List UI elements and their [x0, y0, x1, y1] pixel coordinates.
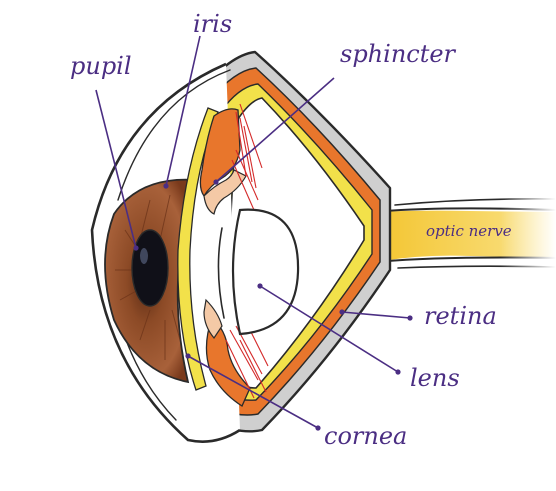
- leader-dots: [133, 179, 413, 431]
- lens: [217, 208, 300, 336]
- leader-lines: [95, 35, 411, 429]
- pupil-leader: [95, 89, 137, 249]
- pupil: [131, 229, 169, 307]
- retina-leader: [341, 311, 411, 319]
- label-sphincter: sphincter: [340, 40, 457, 68]
- label-iris: iris: [193, 10, 232, 38]
- optic-nerve: [371, 196, 556, 272]
- label-pupil: pupil: [70, 52, 132, 80]
- cornea-leader: [187, 355, 319, 429]
- label-lens: lens: [410, 364, 460, 392]
- lens-leader: [259, 285, 399, 373]
- ciliary-body-upper: [199, 108, 247, 215]
- label-optic-nerve: optic nerve: [426, 222, 512, 240]
- label-retina: retina: [424, 302, 497, 330]
- iris-leader: [165, 35, 201, 187]
- cornea-inner-layer: [177, 107, 219, 391]
- sphincter-leader: [215, 77, 335, 183]
- sphincter-fibers: [225, 103, 269, 399]
- label-cornea: cornea: [324, 422, 407, 450]
